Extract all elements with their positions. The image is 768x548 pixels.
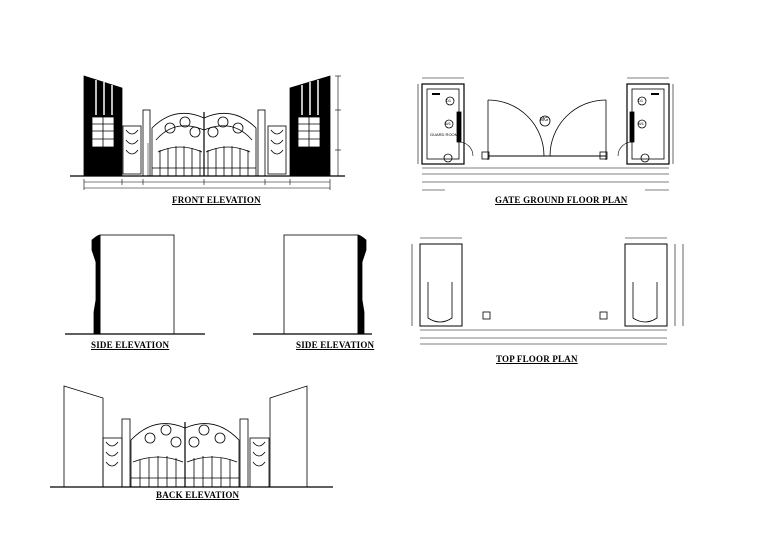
window-label-left: W1 <box>445 121 451 126</box>
door-label-left: D1 <box>446 98 452 103</box>
gate-ground-floor-plan-caption: GATE GROUND FLOOR PLAN <box>495 195 628 205</box>
gate-ground-floor-plan-drawing <box>417 77 674 191</box>
back-elevation-drawing <box>50 385 333 488</box>
side-elevation-right-caption: SIDE ELEVATION <box>296 340 375 350</box>
guard-room-label: GUARD ROOM <box>430 132 458 137</box>
top-floor-plan-caption: TOP FLOOR PLAN <box>496 354 578 364</box>
back-elevation-caption: BACK ELEVATION <box>156 490 240 500</box>
side-elevation-left-caption: SIDE ELEVATION <box>91 340 170 350</box>
front-elevation-caption: FRONT ELEVATION <box>172 195 261 205</box>
front-elevation-drawing <box>70 75 345 190</box>
door-label-right: D1 <box>638 98 644 103</box>
side-elevation-left-drawing <box>65 234 205 335</box>
top-floor-plan-drawing <box>411 237 684 345</box>
window-label-right: W1 <box>638 121 644 126</box>
side-elevation-right-drawing <box>253 234 372 335</box>
main-gate-label: MG <box>540 117 549 123</box>
